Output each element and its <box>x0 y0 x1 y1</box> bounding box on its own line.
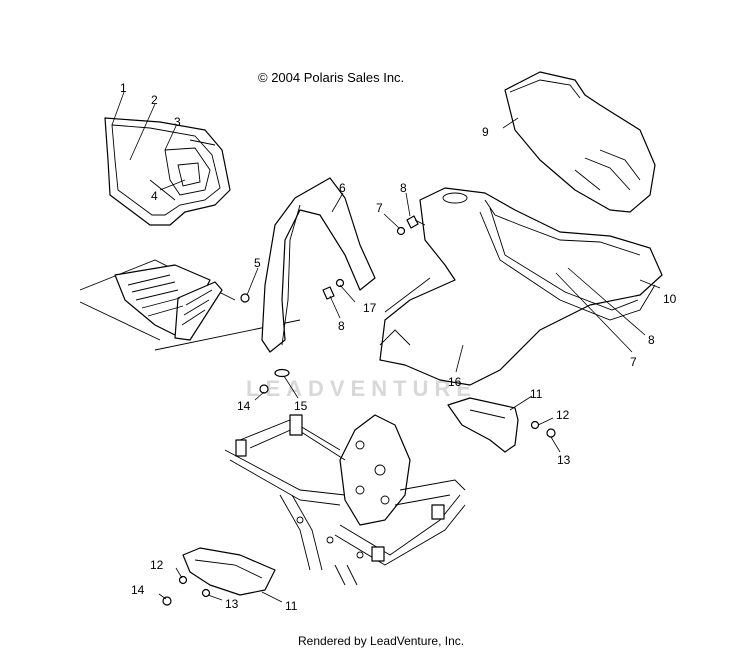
fender-flare <box>261 177 376 378</box>
callout-13a: 13 <box>557 453 571 467</box>
callout-11b: 11 <box>285 599 298 613</box>
callout-2: 2 <box>151 93 158 107</box>
copyright-text: © 2004 Polaris Sales Inc. <box>258 70 405 85</box>
callout-13b: 13 <box>225 597 239 611</box>
callout-16: 16 <box>448 375 462 389</box>
footwell-panel <box>104 117 231 226</box>
callout-6: 6 <box>339 181 346 195</box>
callout-8b: 8 <box>648 333 655 347</box>
callout-12a: 12 <box>556 408 570 422</box>
callout-14a: 14 <box>237 399 251 413</box>
callout-7a: 7 <box>376 201 383 215</box>
skid-guard <box>182 547 276 596</box>
callout-17: 17 <box>363 301 377 315</box>
callouts: 1 2 3 4 5 6 7 8 9 10 8 7 17 8 16 14 15 1… <box>120 81 677 613</box>
callout-15: 15 <box>294 399 308 413</box>
callout-10: 10 <box>663 292 677 306</box>
callout-7b: 7 <box>630 355 637 369</box>
leader-lines <box>111 91 661 603</box>
rear-bracket <box>447 397 519 453</box>
watermark: LEADVENTURE <box>246 376 478 401</box>
frame <box>224 414 466 586</box>
seat <box>504 71 656 213</box>
rear-body <box>379 187 663 386</box>
footrest <box>79 259 301 351</box>
callout-14b: 14 <box>131 583 145 597</box>
callout-4: 4 <box>151 189 158 203</box>
footer-credit: Rendered by LeadVenture, Inc. <box>298 634 465 648</box>
callout-5: 5 <box>254 256 261 270</box>
callout-3: 3 <box>174 115 181 129</box>
callout-9: 9 <box>482 125 489 139</box>
callout-8a: 8 <box>400 181 407 195</box>
callout-11a: 11 <box>530 387 543 401</box>
callout-8c: 8 <box>338 319 345 333</box>
callout-1: 1 <box>120 81 127 95</box>
callout-12b: 12 <box>150 558 164 572</box>
